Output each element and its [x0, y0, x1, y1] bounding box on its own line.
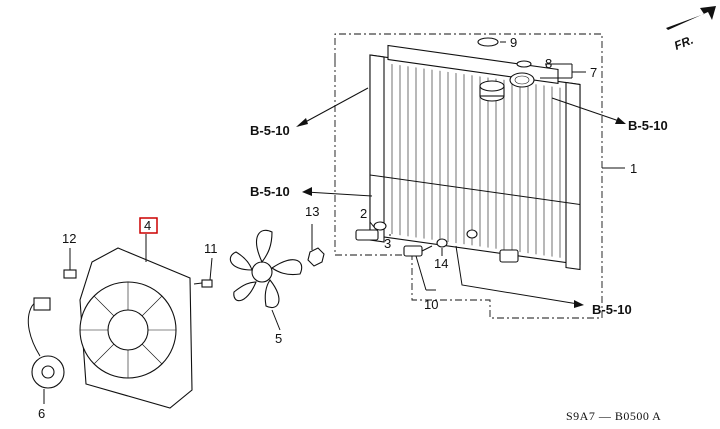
callout-8[interactable]: 8 [545, 56, 552, 71]
callout-4[interactable]: 4 [144, 218, 151, 233]
thermo-switch[interactable] [403, 245, 433, 257]
highlight-box [139, 217, 158, 234]
callout-7[interactable]: 7 [590, 65, 597, 80]
reference-left-top[interactable]: B-5-10 [250, 123, 290, 138]
leader-lines [43, 41, 625, 404]
arrow-head-icon [615, 117, 626, 124]
radiator-fins [391, 64, 561, 258]
radiator[interactable] [369, 43, 581, 271]
radiator-cap[interactable] [479, 80, 505, 102]
o-ring[interactable] [477, 37, 499, 47]
callout-12[interactable]: 12 [62, 231, 76, 246]
callout-13[interactable]: 13 [305, 204, 319, 219]
shroud-bolt-upper[interactable] [63, 262, 77, 279]
arrow-head-icon [296, 118, 308, 127]
reference-right-top[interactable]: B-5-10 [628, 118, 668, 133]
callout-11[interactable]: 11 [204, 241, 218, 256]
reference-left-mid[interactable]: B-5-10 [250, 184, 290, 199]
cap-seal-set[interactable] [509, 60, 535, 88]
reference-arrows [296, 87, 626, 308]
fan-motor[interactable] [27, 297, 65, 389]
drawing-code: S9A7 — B0500 A [566, 409, 661, 423]
fan-shroud[interactable] [79, 247, 193, 409]
callout-9[interactable]: 9 [510, 35, 517, 50]
callout-14[interactable]: 14 [434, 256, 448, 271]
fan-nut[interactable] [307, 247, 325, 267]
front-label: FR. [672, 33, 695, 53]
switch-o-ring[interactable] [436, 238, 448, 248]
lower-fitting [466, 229, 519, 263]
callout-10[interactable]: 10 [424, 297, 438, 312]
arrow-head-icon [302, 187, 312, 196]
fan-blade[interactable] [229, 229, 303, 308]
callout-1[interactable]: 1 [630, 161, 637, 176]
front-arrow-icon [666, 6, 716, 30]
callout-3[interactable]: 3 [384, 236, 391, 251]
drain-plug[interactable] [355, 221, 387, 241]
arrow-head-icon [574, 300, 584, 308]
callout-2[interactable]: 2 [360, 206, 367, 221]
callout-5[interactable]: 5 [275, 331, 282, 346]
callout-6[interactable]: 6 [38, 406, 45, 421]
reference-right-bottom[interactable]: B-5-10 [592, 302, 632, 317]
front-direction-indicator: FR. [666, 6, 716, 53]
shroud-bolt[interactable] [193, 279, 213, 288]
